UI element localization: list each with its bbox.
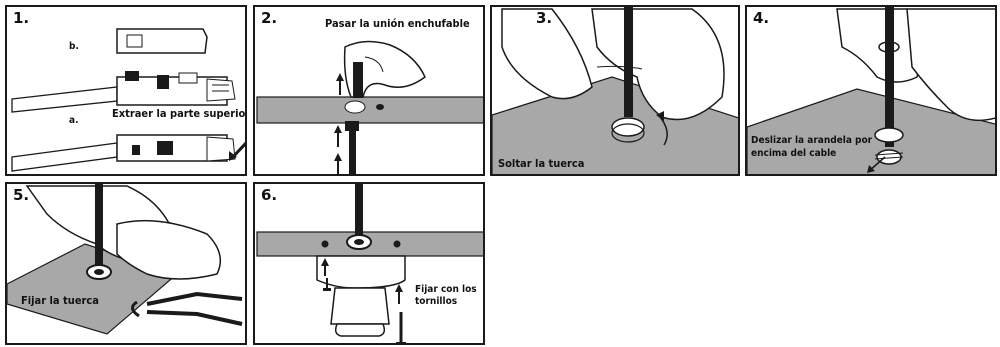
step-6-caption-line2: tornillos xyxy=(415,296,457,307)
step-4-caption-line2: encima del cable xyxy=(751,148,836,159)
step-3-caption: Soltar la tuerca xyxy=(498,157,584,170)
step-3-illustration xyxy=(492,7,740,176)
step-6-illustration xyxy=(255,184,485,345)
step-4-panel: 4. Deslizar la arandela por encima del c… xyxy=(745,5,997,176)
step-1-illustration xyxy=(7,7,247,176)
step-5-panel: 5. Fijar la tuerca xyxy=(5,182,247,345)
label-a: a. xyxy=(69,115,79,126)
step-5-illustration xyxy=(7,184,247,345)
step-6-caption-line1: Fijar con los xyxy=(415,284,477,295)
step-2-panel: 2. Pasar la unión enchufable xyxy=(253,5,485,176)
step-number: 5. xyxy=(13,186,29,204)
step-5-caption: Fijar la tuerca xyxy=(21,294,99,307)
step-1-panel: 1. b. a. Extraer la parte superior xyxy=(5,5,247,176)
label-b: b. xyxy=(69,41,79,52)
step-4-caption-line1: Deslizar la arandela por xyxy=(751,135,872,146)
step-1-caption: Extraer la parte superior xyxy=(112,107,247,120)
step-2-illustration xyxy=(255,7,485,176)
step-3-panel: 3. Soltar la tuerca xyxy=(490,5,740,176)
step-number: 3. xyxy=(536,9,552,27)
step-6-panel: 6. Fijar con los tornillos xyxy=(253,182,485,345)
